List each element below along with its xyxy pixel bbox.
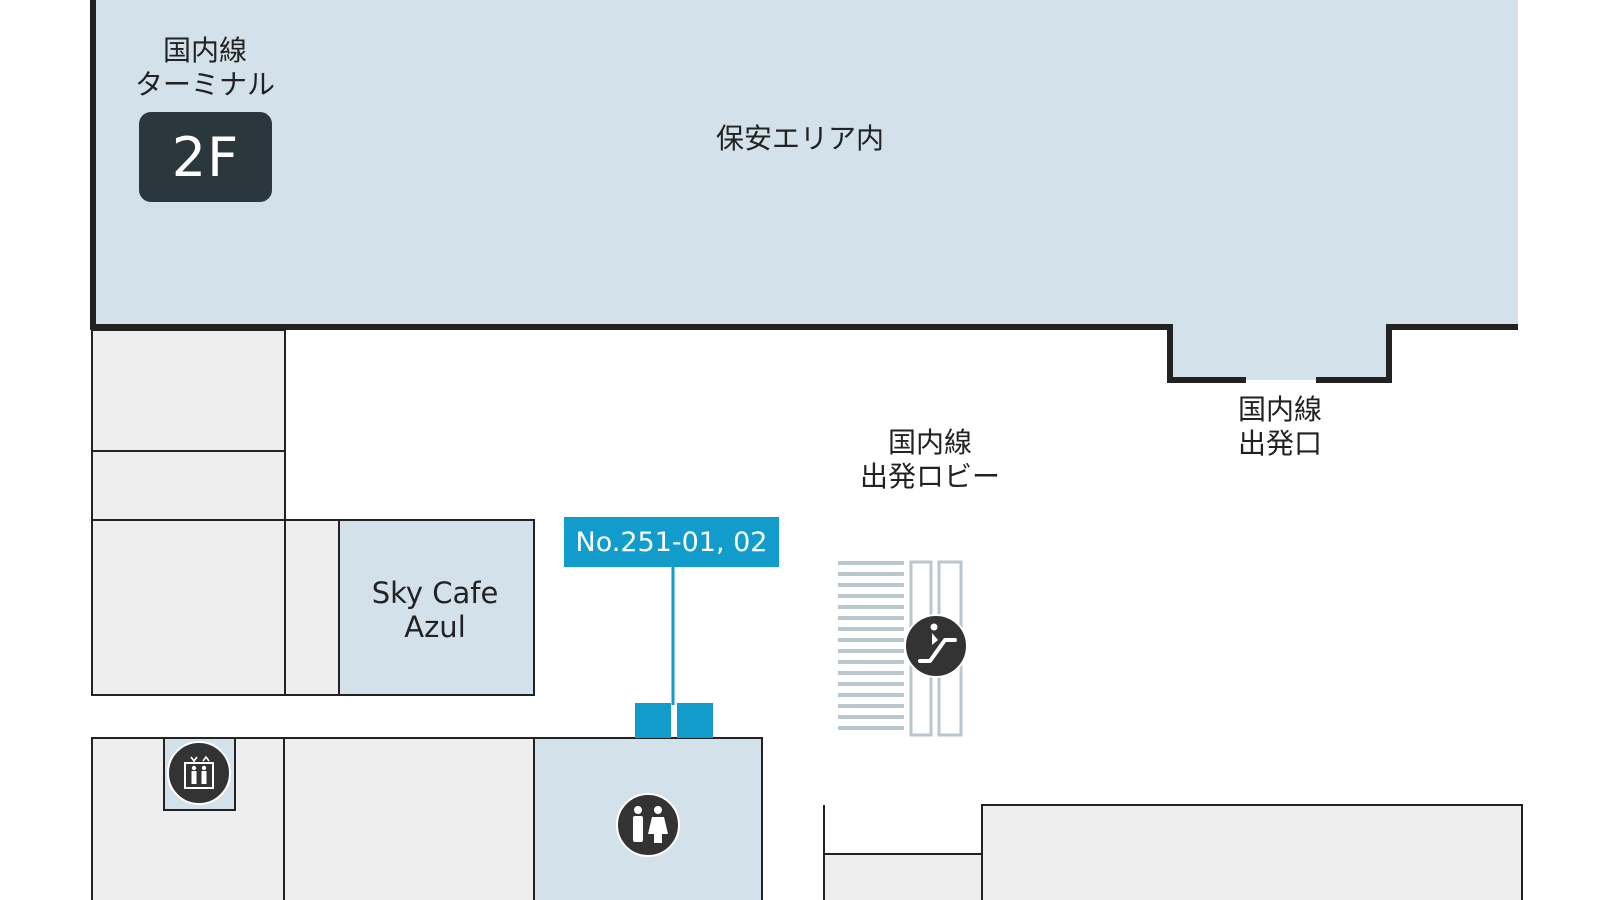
shop-space — [91, 519, 286, 696]
security-area-wall — [90, 0, 1518, 383]
terminal-name-line: 国内線 — [162, 34, 247, 67]
terminal-name-line: ターミナル — [134, 68, 275, 102]
shop-space — [981, 804, 1523, 900]
cafe-name-line: Sky Cafe — [371, 576, 499, 610]
shop-space — [283, 737, 535, 900]
shop-space — [91, 329, 286, 452]
departure-lobby-label: 国内線 出発ロビー — [840, 426, 1020, 494]
departure-gate-line: 出発口 — [1237, 427, 1322, 461]
departure-gate-line: 国内線 — [1237, 393, 1322, 426]
shop-spaces — [91, 329, 1523, 900]
cafe-space — [338, 519, 535, 696]
shop-unit-02[interactable] — [677, 703, 713, 738]
shop-unit-01[interactable] — [635, 703, 671, 738]
shop-space — [823, 853, 983, 900]
shop-number-tag[interactable]: No.251-01, 02 — [564, 517, 779, 567]
floor-badge: 2F — [139, 112, 272, 202]
cafe-label[interactable]: Sky Cafe Azul — [337, 576, 533, 644]
shop-space — [91, 450, 286, 521]
elevator-icon[interactable] — [167, 741, 231, 805]
departure-lobby-line: 出発ロビー — [859, 460, 1000, 494]
cafe-name-line: Azul — [404, 610, 466, 645]
restroom-icon[interactable] — [616, 793, 680, 857]
departure-lobby-line: 国内線 — [887, 426, 972, 459]
security-area-label: 保安エリア内 — [715, 122, 884, 155]
departure-gate-label: 国内線 出発口 — [1215, 393, 1345, 461]
shop-space — [284, 519, 340, 696]
stairs — [838, 561, 904, 730]
security-area-zone — [93, 0, 1518, 380]
terminal-name-label: 国内線 ターミナル — [120, 34, 290, 102]
escalator-icon[interactable] — [904, 614, 968, 678]
